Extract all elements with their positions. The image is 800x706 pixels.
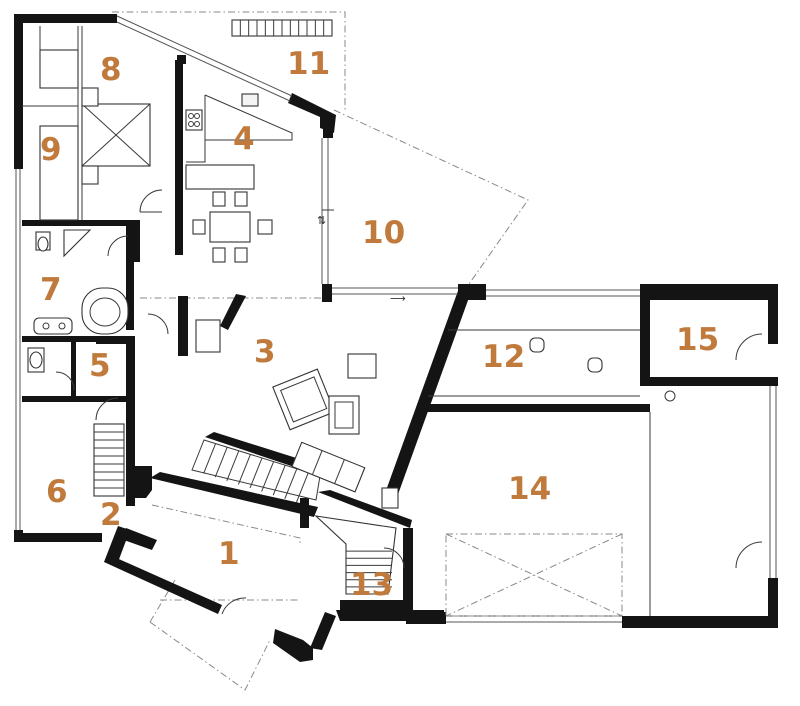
staircase-13: [314, 515, 397, 595]
room-label-5: 5: [89, 348, 111, 384]
living-furniture: [272, 353, 377, 493]
svg-text:⟶: ⟶: [390, 292, 406, 305]
thin-lines: [15, 15, 777, 623]
office-furniture: [529, 337, 676, 402]
car-space: [445, 533, 623, 617]
room-label-15: 15: [676, 322, 719, 358]
room-label-4: 4: [233, 121, 255, 157]
room-label-11: 11: [287, 46, 330, 82]
bathroom-furniture: [27, 229, 399, 509]
room-label-3: 3: [254, 334, 276, 370]
room-label-12: 12: [482, 339, 525, 375]
room-label-14: 14: [508, 471, 551, 507]
room-label-9: 9: [40, 132, 62, 168]
room-label-2: 2: [100, 497, 122, 533]
room-label-1: 1: [218, 536, 240, 572]
room-label-8: 8: [100, 52, 122, 88]
bedroom-furniture: [39, 49, 151, 221]
room-label-10: 10: [362, 215, 405, 251]
room-label-13: 13: [350, 567, 393, 603]
dashed-outlines: [112, 11, 529, 691]
room-label-6: 6: [46, 474, 68, 510]
svg-text:⇅: ⇅: [317, 214, 326, 227]
doors: ⟶ ⇅: [55, 189, 763, 615]
room-labels: 1 2 3 4 5 6 7 8 9 10 11 12 13 14 15: [40, 46, 719, 603]
staircase-top: [231, 19, 333, 37]
room-label-7: 7: [40, 272, 62, 308]
kitchen-furniture: [185, 93, 293, 263]
staircase-cellar: [93, 423, 125, 497]
